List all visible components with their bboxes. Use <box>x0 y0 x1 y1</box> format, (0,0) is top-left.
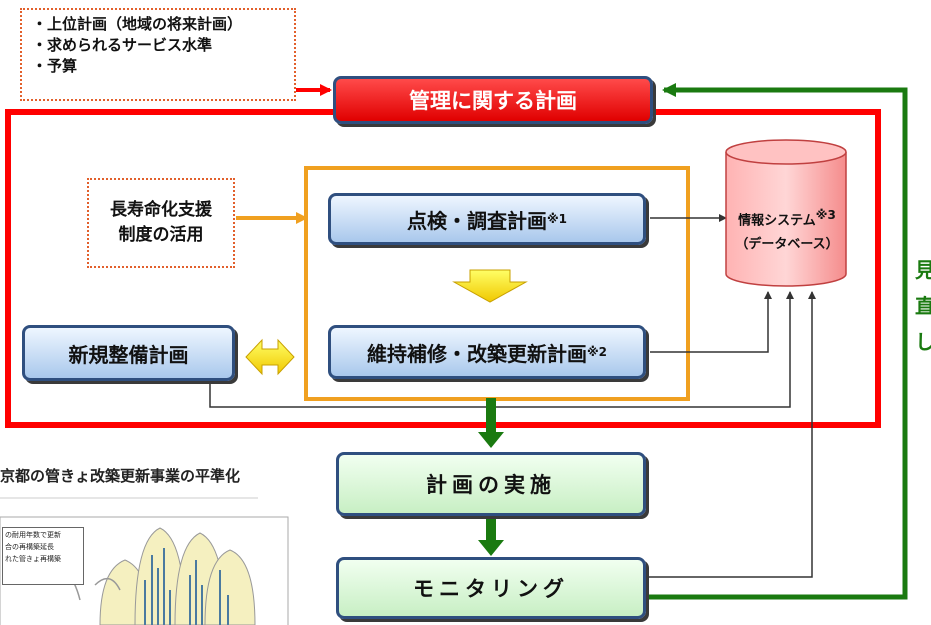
inspection-plan-label: 点検・調査計画 <box>406 208 547 233</box>
maintenance-plan-box[interactable]: 維持補修・改築更新計画 ※2 <box>328 325 646 379</box>
info-system-sublabel: （データベース） <box>735 237 839 253</box>
double-arrow-yellow <box>245 338 295 376</box>
longevity-support-line1: 長寿命化支援 <box>110 200 212 220</box>
condition-item: ・求められるサービス水準 <box>32 36 213 54</box>
inset-legend-line: れた管きょ再構築 <box>5 555 61 563</box>
inset-legend-line: 合の再構築延長 <box>5 543 54 551</box>
review-label: 見 直 し <box>915 252 931 360</box>
info-system-note: ※3 <box>815 207 836 222</box>
longevity-support-box: 長寿命化支援 制度の活用 <box>87 178 235 268</box>
review-loop <box>645 83 908 600</box>
maintenance-to-db-line <box>650 291 772 353</box>
conditions-box: ・上位計画（地域の将来計画） ・求められるサービス水準 ・予算 <box>20 8 296 101</box>
longevity-support-line2: 制度の活用 <box>118 225 204 245</box>
new-construction-plan-box[interactable]: 新規整備計画 <box>22 325 235 381</box>
down-arrow-yellow <box>452 269 528 303</box>
inspection-plan-box[interactable]: 点検・調査計画 ※1 <box>328 193 646 245</box>
review-char: 直 <box>915 294 931 318</box>
management-plan-box[interactable]: 管理に関する計画 <box>333 76 653 124</box>
inset-title: 京都の管きょ改築更新事業の平準化 <box>0 467 241 485</box>
monitoring-to-db-line <box>645 291 816 578</box>
condition-item: ・上位計画（地域の将来計画） <box>32 15 243 33</box>
maintenance-plan-label: 維持補修・改築更新計画 <box>366 341 587 366</box>
plan-implementation-label: 計画の実施 <box>426 473 556 497</box>
plan-detail-frame <box>304 166 690 401</box>
newplan-to-db-line <box>209 291 794 408</box>
info-system-label[interactable]: 情報システム※3 （データベース） <box>726 195 848 265</box>
inset-legend: の耐用年数で更新 合の再構築延長 れた管きょ再構築 <box>2 527 84 585</box>
down-arrow-green-1 <box>478 398 504 448</box>
new-construction-plan-label: 新規整備計画 <box>68 342 189 367</box>
maintenance-plan-note: ※2 <box>586 345 607 359</box>
monitoring-label: モニタリング <box>413 577 569 601</box>
info-system-title: 情報システム <box>738 213 816 229</box>
inset-legend-line: の耐用年数で更新 <box>5 531 61 539</box>
plan-implementation-box[interactable]: 計画の実施 <box>336 452 646 516</box>
condition-item: ・予算 <box>32 57 78 75</box>
inspection-plan-note: ※1 <box>546 212 567 226</box>
review-char: 見 <box>915 258 931 282</box>
management-plan-label: 管理に関する計画 <box>409 89 577 113</box>
down-arrow-green-2 <box>478 518 504 556</box>
monitoring-box[interactable]: モニタリング <box>336 557 646 619</box>
review-char: し <box>915 330 931 354</box>
database-cylinder <box>725 139 847 287</box>
